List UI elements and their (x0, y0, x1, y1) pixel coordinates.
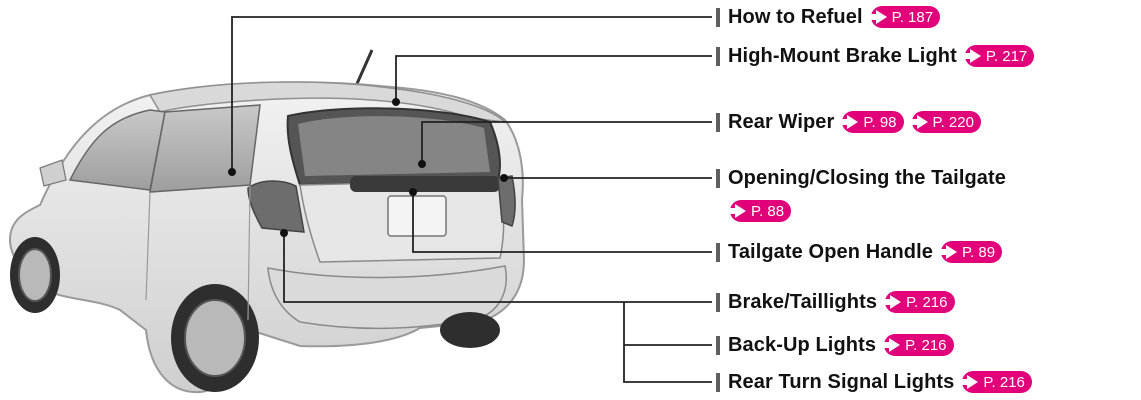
car-illustration (8, 49, 526, 394)
page-ref-link[interactable]: P. 88 (727, 200, 792, 222)
callout-bar (716, 168, 720, 188)
page-ref-link[interactable]: P. 98 (839, 111, 904, 133)
arrow-right-icon (882, 295, 902, 309)
page-ref-link[interactable]: P. 89 (938, 241, 1003, 263)
callout-rear-turn-signal-lights: Rear Turn Signal Lights P. 216 (716, 368, 1032, 396)
callout-label: Brake/Taillights (728, 290, 878, 313)
page-ref-link[interactable]: P. 187 (867, 6, 941, 28)
arrow-right-icon (727, 204, 746, 218)
leader-taillight-group (623, 302, 712, 383)
callout-bar (716, 335, 720, 355)
callout-tailgate-open-handle: Tailgate Open Handle P. 89 (716, 238, 1003, 266)
arrow-right-icon (881, 338, 901, 352)
page-ref-link[interactable]: P. 216 (959, 371, 1032, 393)
callout-back-up-lights: Back-Up Lights P. 216 (716, 331, 954, 359)
callout-opening-closing-tailgate: Opening/Closing the Tailgate (716, 164, 1006, 192)
callout-high-mount-brake-light: High-Mount Brake Light P. 217 (716, 42, 1035, 70)
antenna (354, 49, 374, 87)
marker-taillight (280, 229, 288, 237)
leader-tailgate-open-handle (412, 192, 712, 253)
far-rear-wheel (440, 312, 500, 348)
leader-brake-taillights (283, 233, 712, 303)
arrow-right-icon (908, 115, 928, 129)
callout-bar (716, 7, 720, 27)
page-ref-link[interactable]: P. 216 (882, 291, 955, 313)
callout-bar (716, 112, 720, 132)
callout-bar (716, 242, 720, 262)
side-window-front (68, 109, 166, 191)
page-ref-link[interactable]: P. 217 (961, 45, 1035, 67)
marker-brake-light (392, 98, 400, 106)
page-ref-link[interactable]: P. 216 (881, 334, 954, 356)
page-ref-link[interactable]: P. 220 (908, 111, 981, 133)
callout-label: Back-Up Lights (728, 333, 877, 356)
leader-how-to-refuel (231, 16, 712, 172)
callout-label: Opening/Closing the Tailgate (728, 166, 1006, 189)
callout-how-to-refuel: How to Refuel P. 187 (716, 3, 941, 31)
callout-label: Tailgate Open Handle (728, 240, 933, 263)
arrow-right-icon (938, 245, 957, 259)
side-mirror (39, 159, 67, 187)
callout-label: Rear Wiper (728, 110, 835, 133)
marker-open-handle (409, 188, 417, 196)
leader-rear-wiper (421, 121, 712, 164)
marker-tailgate (500, 174, 508, 182)
license-plate (387, 195, 447, 237)
callout-bar (716, 46, 720, 66)
callout-label: High-Mount Brake Light (728, 44, 957, 67)
callout-rear-wiper: Rear Wiper P. 98 P. 220 (716, 108, 981, 136)
callout-bar (716, 372, 720, 392)
callout-label: How to Refuel (728, 5, 863, 28)
callout-tailgate-ref-line: P. 88 (727, 197, 792, 225)
marker-rear-wiper (418, 160, 426, 168)
arrow-right-icon (961, 49, 981, 63)
arrow-right-icon (959, 375, 979, 389)
callout-bar (716, 292, 720, 312)
arrow-right-icon (839, 115, 859, 129)
callout-label: Rear Turn Signal Lights (728, 370, 955, 393)
callout-brake-taillights: Brake/Taillights P. 216 (716, 288, 955, 316)
tailgate-garnish (350, 176, 500, 192)
arrow-right-icon (867, 10, 887, 24)
leader-high-mount-brake-light (395, 55, 712, 102)
marker-fuel-door (228, 168, 236, 176)
